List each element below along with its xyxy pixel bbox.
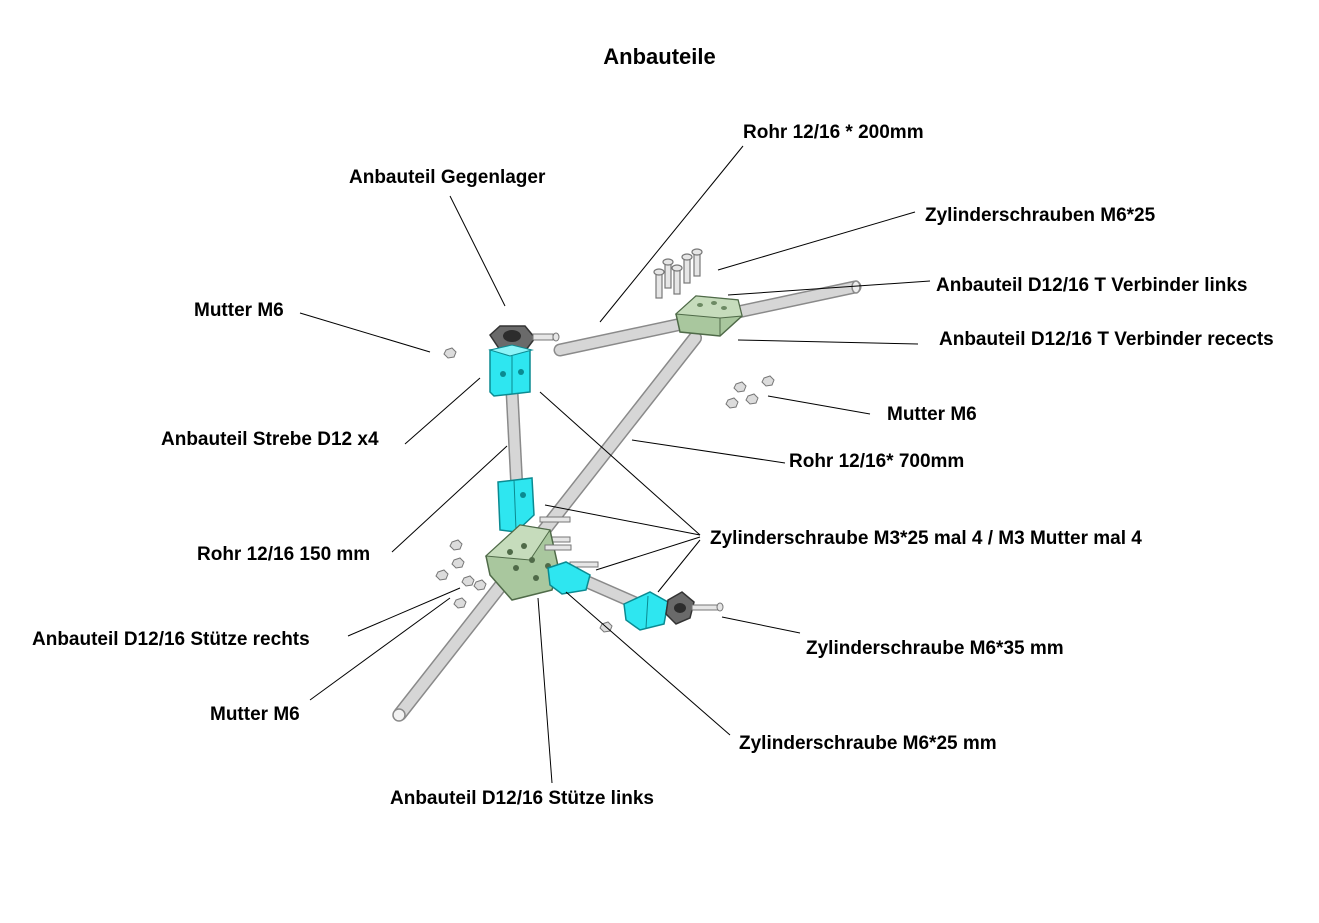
label-mutter-m6-bottom: Mutter M6 <box>210 704 300 725</box>
label-mutter-m6-right: Mutter M6 <box>887 404 977 425</box>
tube-150mm <box>505 391 524 491</box>
label-zylinderschraube-m3: Zylinderschraube M3*25 mal 4 / M3 Mutter… <box>710 528 1142 549</box>
label-stuetze-links: Anbauteil D12/16 Stütze links <box>390 788 654 809</box>
label-zylinderschraube-m6x35: Zylinderschraube M6*35 mm <box>806 638 1064 659</box>
strebe-top <box>488 344 534 397</box>
tube-700mm <box>392 331 702 722</box>
label-strebe: Anbauteil Strebe D12 x4 <box>161 429 379 450</box>
t-connector <box>674 295 743 337</box>
label-stuetze-rechts: Anbauteil D12/16 Stütze rechts <box>32 629 310 650</box>
label-rohr-700mm: Rohr 12/16* 700mm <box>789 451 965 472</box>
label-t-verbinder-links: Anbauteil D12/16 T Verbinder links <box>936 275 1248 296</box>
leader-lines <box>299 145 931 784</box>
label-t-verbinder-rechts: Anbauteil D12/16 T Verbinder recects <box>939 329 1274 350</box>
nuts-m6-left <box>435 347 613 633</box>
label-rohr-150mm: Rohr 12/16 150 mm <box>197 544 371 565</box>
label-zylinderschrauben-m6x25-top: Zylinderschrauben M6*25 <box>925 205 1156 226</box>
stuetze-support <box>484 524 599 601</box>
label-zylinderschraube-m6x25-bottom: Zylinderschraube M6*25 mm <box>739 733 997 754</box>
strebe-middle <box>497 477 571 543</box>
nuts-m6-right <box>725 375 775 409</box>
gegenlager-bracket <box>489 325 560 351</box>
strebe-lower <box>547 561 669 631</box>
diagram-title: Anbauteile <box>603 44 716 69</box>
label-rohr-200mm: Rohr 12/16 * 200mm <box>743 122 924 143</box>
label-gegenlager: Anbauteil Gegenlager <box>349 167 546 188</box>
screws-m6x25-top <box>653 248 703 299</box>
bracket-lower <box>665 591 724 625</box>
label-mutter-m6-left: Mutter M6 <box>194 300 284 321</box>
